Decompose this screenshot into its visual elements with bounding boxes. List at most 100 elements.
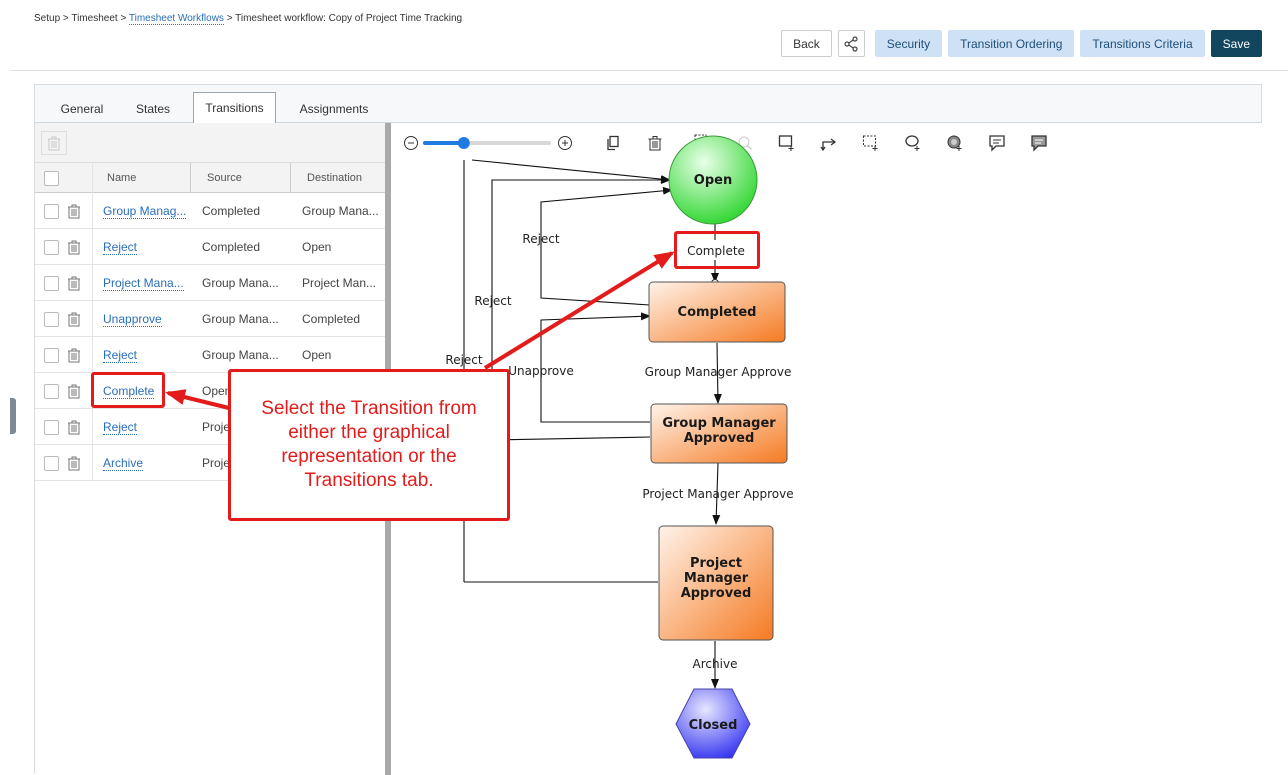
comment-pattern-icon (1031, 135, 1047, 152)
tab-transitions[interactable]: Transitions (193, 92, 276, 124)
destination-cell: Project Man... (302, 276, 377, 290)
edge-label-reject-1[interactable]: Reject (522, 232, 559, 246)
row-delete-button[interactable] (67, 229, 81, 265)
state-project-manager-approved[interactable]: Project Manager Approved (658, 525, 774, 641)
table-row[interactable]: Project Mana... Group Mana... Project Ma… (35, 265, 385, 301)
row-delete-button[interactable] (67, 337, 81, 373)
add-transition-button[interactable] (819, 133, 839, 153)
zoom-out-button[interactable] (401, 133, 421, 153)
transition-name-link[interactable]: Complete (103, 383, 155, 399)
transition-name-link[interactable]: Reject (103, 347, 138, 363)
back-button[interactable]: Back (781, 30, 832, 57)
transition-name-link[interactable]: Archive (103, 455, 144, 471)
transitions-criteria-button[interactable]: Transitions Criteria (1080, 30, 1205, 57)
source-cell: Completed (202, 240, 261, 254)
edge-label-archive[interactable]: Archive (693, 657, 738, 671)
column-header-destination[interactable]: Destination (307, 172, 363, 184)
copy-button[interactable] (603, 133, 623, 153)
comment-pattern-button[interactable] (1029, 133, 1049, 153)
tab-states[interactable]: States (135, 101, 171, 116)
table-row[interactable]: Unapprove Group Mana... Completed (35, 301, 385, 337)
header-separator[interactable] (190, 163, 191, 193)
search-icon (738, 136, 753, 151)
row-checkbox[interactable] (44, 419, 59, 435)
transition-name-link[interactable]: Group Manag... (103, 203, 187, 219)
table-row[interactable]: Reject Proje (35, 409, 385, 445)
edge-gm-approve[interactable] (713, 342, 722, 404)
tab-assignments[interactable]: Assignments (299, 101, 369, 116)
state-group-manager-approved[interactable]: Group Manager Approved (650, 403, 788, 464)
row-delete-button[interactable] (67, 409, 81, 445)
row-checkbox[interactable] (44, 455, 59, 471)
destination-cell: Open (302, 348, 332, 362)
transition-ordering-button[interactable]: Transition Ordering (948, 30, 1075, 57)
delete-button[interactable] (645, 133, 665, 153)
security-button[interactable]: Security (874, 30, 943, 57)
tab-bar: General States Transitions Assignments (35, 85, 1261, 124)
row-delete-button[interactable] (67, 373, 81, 409)
lasso-button[interactable] (903, 133, 923, 153)
breadcrumb-link-timesheet-workflows[interactable]: Timesheet Workflows (128, 13, 224, 25)
edge-label-unapprove[interactable]: Unapprove (508, 364, 573, 378)
marquee-select-button[interactable] (861, 133, 881, 153)
zoom-slider[interactable] (423, 137, 551, 149)
state-pma-label-2: Manager (684, 571, 749, 586)
zoom-slider-fill (423, 141, 464, 145)
row-delete-button[interactable] (67, 265, 81, 301)
column-header-source[interactable]: Source (207, 172, 242, 184)
edge-label-gm-approve[interactable]: Group Manager Approve (645, 365, 792, 379)
annotation-callout: Select the Transition from either the gr… (228, 369, 510, 521)
collapse-handle[interactable] (10, 398, 16, 434)
zoom-slider-thumb[interactable] (457, 137, 470, 149)
state-completed[interactable]: Completed (648, 281, 786, 343)
comment-button[interactable] (987, 133, 1007, 153)
row-delete-button[interactable] (67, 193, 81, 229)
header-toolbar: Back Security Transition Ordering Transi… (781, 30, 1262, 57)
transition-name-link[interactable]: Unapprove (103, 311, 162, 327)
state-open[interactable]: Open (668, 135, 758, 225)
share-button[interactable] (837, 30, 865, 57)
edge-reject-mid[interactable] (491, 176, 671, 441)
edge-label-reject-2[interactable]: Reject (474, 294, 511, 308)
add-state-button[interactable] (777, 133, 797, 153)
state-pma-label-1: Project (690, 556, 742, 571)
edge-label-reject-3[interactable]: Reject (445, 353, 482, 367)
row-checkbox[interactable] (44, 203, 59, 219)
fill-button[interactable] (945, 133, 965, 153)
edge-label-complete[interactable]: Complete (687, 244, 745, 258)
edge-unapprove[interactable] (540, 312, 651, 423)
source-cell: Group Mana... (202, 348, 279, 362)
transition-name-link[interactable]: Project Mana... (103, 275, 184, 291)
zoom-in-button[interactable] (555, 133, 575, 153)
state-gma-label-1: Group Manager (662, 416, 776, 431)
tab-general[interactable]: General (60, 101, 104, 116)
table-row[interactable]: Reject Completed Open (35, 229, 385, 265)
row-checkbox[interactable] (44, 239, 59, 255)
select-all-checkbox[interactable] (44, 170, 59, 186)
workflow-canvas[interactable] (391, 123, 1263, 775)
column-header-name[interactable]: Name (107, 172, 137, 184)
edge-pm-approve[interactable] (712, 462, 721, 525)
state-closed[interactable]: Closed (675, 688, 751, 759)
search-button[interactable] (735, 133, 755, 153)
save-button[interactable]: Save (1210, 30, 1262, 57)
delete-icon (648, 136, 662, 151)
row-checkbox[interactable] (44, 347, 59, 363)
row-checkbox[interactable] (44, 311, 59, 327)
delete-selected-button[interactable] (41, 131, 67, 155)
transition-name-link[interactable]: Reject (103, 239, 138, 255)
edge-label-pm-approve[interactable]: Project Manager Approve (642, 487, 793, 501)
row-checkbox[interactable] (44, 275, 59, 291)
table-row[interactable]: Archive Proje (35, 445, 385, 481)
table-row[interactable]: Reject Group Mana... Open (35, 337, 385, 373)
select-all-cell (44, 163, 59, 193)
row-delete-button[interactable] (67, 301, 81, 337)
table-row[interactable]: Complete Open (35, 373, 385, 409)
row-delete-button[interactable] (67, 445, 81, 481)
row-checkbox[interactable] (44, 383, 59, 399)
header-separator[interactable] (290, 163, 291, 193)
transition-name-link[interactable]: Reject (103, 419, 138, 435)
source-cell: Proje (202, 420, 231, 434)
table-row[interactable]: Group Manag... Completed Group Mana... (35, 193, 385, 229)
